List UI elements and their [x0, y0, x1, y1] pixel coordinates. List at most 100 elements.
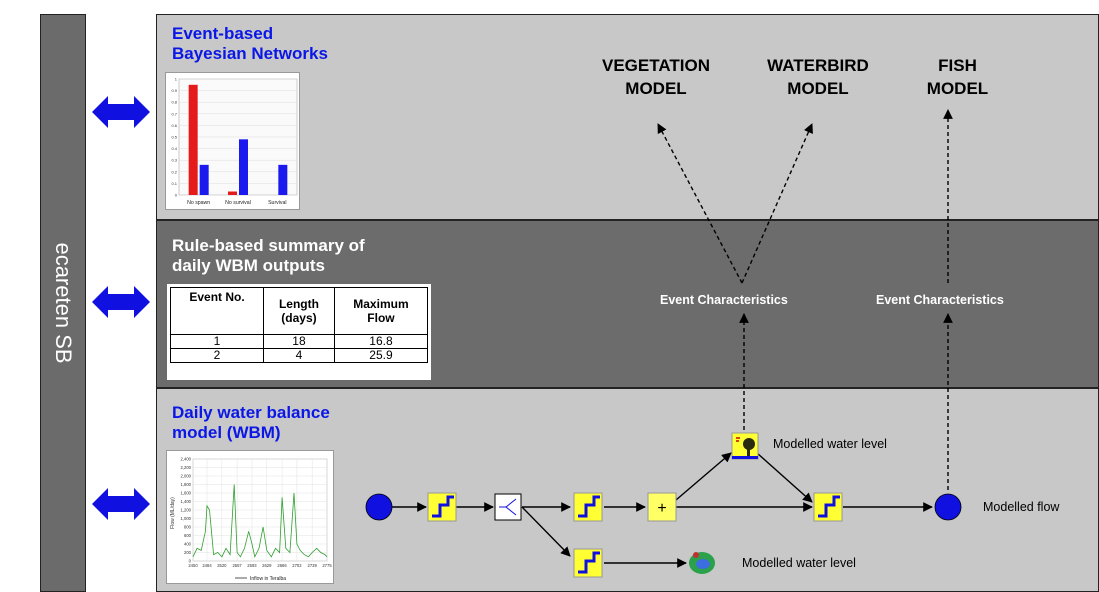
bn-ytick-label: 0.3 [171, 158, 177, 163]
fish-label-line1: FISH [938, 56, 977, 75]
wbm-xtick-label: 2702 [292, 563, 302, 568]
table-row: 2 4 25.9 [169, 348, 429, 363]
wbm-ytick-label: 1,000 [181, 516, 192, 521]
wbm-ytick-label: 600 [184, 533, 192, 538]
event-characteristics-label-1: Event Characteristics [660, 293, 788, 307]
wbm-ytick-label: 1,400 [181, 499, 192, 504]
flow-arrow [756, 452, 813, 503]
wbm-xtick-label: 2450 [188, 563, 198, 568]
wbm-series-line [192, 484, 328, 559]
routing-node-icon-4 [573, 548, 603, 578]
flow-arrow [521, 506, 571, 557]
vegetation-model-label: VEGETATION MODEL [576, 54, 736, 100]
wbm-title-line1: Daily water balance [172, 403, 330, 422]
storage-tree-icon [731, 432, 759, 460]
modelled-water-level-label-bottom: Modelled water level [742, 556, 856, 570]
vegetation-label-line1: VEGETATION [602, 56, 710, 75]
wbm-ytick-label: 0 [189, 559, 192, 564]
wbm-ytick-label: 2,400 [181, 457, 192, 462]
splitter-node-icon [494, 493, 522, 521]
bn-xtick-label: No spawn [187, 200, 210, 206]
wetland-icon [689, 552, 715, 574]
bn-bar [278, 164, 288, 195]
bn-xtick-label: No survival [225, 200, 251, 206]
wbm-legend-label: Inflow in Teralba [250, 576, 286, 582]
table-header-event-no: Event No. [169, 287, 265, 335]
bn-ytick-label: 0.7 [171, 111, 177, 116]
bn-bar [228, 191, 237, 195]
table-cell: 18 [263, 334, 335, 349]
wbm-xtick-label: 2666 [277, 563, 287, 568]
flow-arrow [675, 452, 732, 501]
wbm-xtick-label: 2739 [307, 563, 317, 568]
bn-ytick-label: 0.5 [171, 135, 177, 140]
wbm-title: Daily water balance model (WBM) [172, 403, 330, 443]
bn-title-line2: Bayesian Networks [172, 44, 328, 63]
wbm-ytick-label: 1,800 [181, 482, 192, 487]
wbm-ylabel: Flow (ML/day) [170, 497, 176, 529]
bn-ytick-label: 0.2 [171, 169, 177, 174]
wbm-ytick-label: 2,200 [181, 465, 192, 470]
modelled-flow-label: Modelled flow [983, 500, 1060, 514]
wbm-ytick-label: 1,600 [181, 491, 192, 496]
wbm-xtick-label: 2775 [322, 563, 332, 568]
event-characteristics-label-2: Event Characteristics [876, 293, 1004, 307]
routing-node-icon-1 [427, 492, 457, 522]
double-arrow-icon-bottom [92, 488, 150, 520]
rule-summary-title: Rule-based summary of daily WBM outputs [172, 236, 365, 276]
wbm-xtick-label: 2629 [262, 563, 272, 568]
bn-ytick-label: 0.6 [171, 123, 177, 128]
arrow-to-vegetation [657, 123, 743, 284]
wbm-chart: Flow (ML/day) 2,400 2,200 2,000 1,800 1,600 1… [166, 450, 334, 584]
vegetation-label-line2: MODEL [625, 79, 687, 98]
waterbird-label-line2: MODEL [787, 79, 849, 98]
table-row: 1 18 16.8 [169, 334, 429, 349]
bn-bar [199, 164, 209, 195]
wbm-ytick-label: 200 [184, 550, 192, 555]
bn-ytick-label: 0.1 [171, 181, 177, 186]
bn-bar [188, 84, 198, 195]
wbm-xtick-label: 2593 [247, 563, 257, 568]
fish-label-line2: MODEL [926, 79, 989, 98]
bn-ytick-label: 1 [175, 77, 178, 82]
rule-title-line1: Rule-based summary of [172, 236, 365, 255]
bn-title: Event-based Bayesian Networks [172, 24, 328, 64]
bn-bar [239, 139, 248, 195]
wbm-ytick-label: 2,000 [181, 474, 192, 479]
svg-text:+: + [657, 500, 666, 517]
table-header-length: Length(days) [263, 287, 335, 335]
bn-ytick-label: 0.4 [171, 146, 177, 151]
double-arrow-icon-middle [92, 286, 150, 318]
arrow-to-waterbird [741, 123, 813, 284]
rule-title-line2: daily WBM outputs [172, 256, 325, 275]
wbm-xtick-label: 2484 [202, 563, 212, 568]
bn-ytick-label: 0.9 [171, 88, 177, 93]
plus-node-icon: + [647, 492, 677, 522]
waterbird-model-label: WATERBIRD MODEL [748, 54, 888, 100]
wbm-xtick-label: 2557 [232, 563, 242, 568]
left-vertical-bar: ecareten SB [40, 14, 86, 592]
outflow-node-icon [934, 493, 962, 521]
inflow-node-icon [365, 493, 393, 521]
routing-node-icon-3 [813, 492, 843, 522]
modelled-water-level-label-top: Modelled water level [773, 437, 887, 451]
table-cell: 25.9 [333, 348, 429, 363]
wbm-ytick-label: 800 [184, 525, 192, 530]
waterbird-label-line1: WATERBIRD [767, 56, 869, 75]
bn-ytick-label: 0 [175, 193, 178, 198]
wbm-xtick-label: 2520 [217, 563, 227, 568]
bn-xtick-label: Survival [268, 200, 286, 206]
wbm-ytick-label: 400 [184, 542, 192, 547]
double-arrow-icon-top [92, 96, 150, 128]
routing-node-icon-2 [573, 492, 603, 522]
bayesian-network-band [156, 14, 1099, 220]
wbm-ytick-label: 1,200 [181, 508, 192, 513]
wbm-title-line2: model (WBM) [172, 423, 281, 442]
bn-title-line1: Event-based [172, 24, 274, 43]
